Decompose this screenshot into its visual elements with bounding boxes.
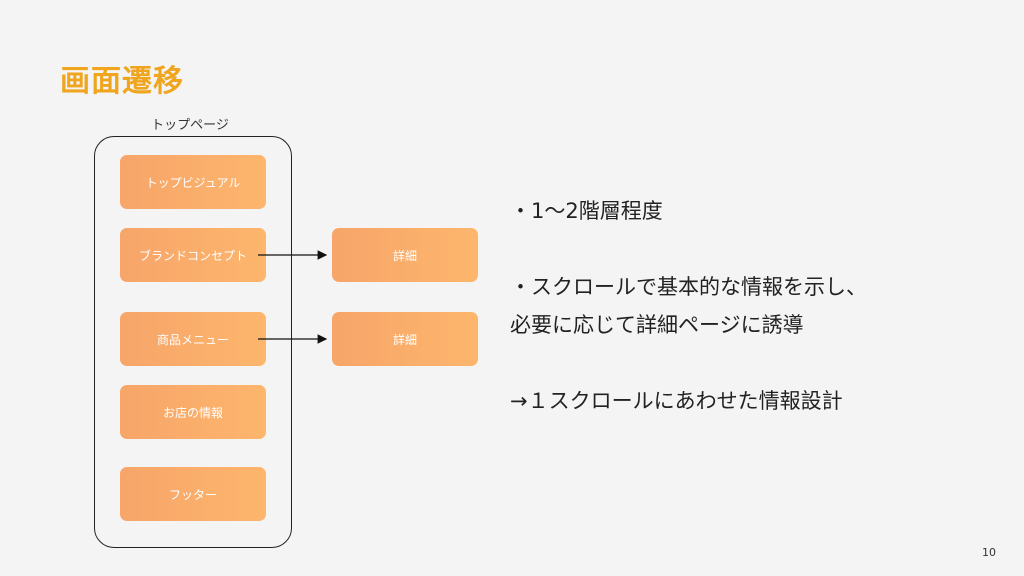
- bullet-line: [510, 230, 867, 268]
- bullet-line: →１スクロールにあわせた情報設計: [510, 389, 843, 413]
- detail-page-2: 詳細: [332, 312, 478, 366]
- bullet-line: [510, 344, 867, 382]
- section-top-visual: トップビジュアル: [120, 155, 266, 209]
- section-product-menu: 商品メニュー: [120, 312, 266, 366]
- section-footer: フッター: [120, 467, 266, 521]
- slide-title: 画面遷移: [60, 64, 184, 99]
- section-shop-info: お店の情報: [120, 385, 266, 439]
- bullet-line: ・1〜2階層程度: [510, 199, 663, 223]
- detail-page-1: 詳細: [332, 228, 478, 282]
- bullet-line: ・スクロールで基本的な情報を示し、: [510, 275, 867, 299]
- section-brand-concept: ブランドコンセプト: [120, 228, 266, 282]
- bullet-text-block: ・1〜2階層程度 ・スクロールで基本的な情報を示し、 必要に応じて詳細ページに誘…: [510, 192, 867, 420]
- bullet-line: 必要に応じて詳細ページに誘導: [510, 313, 804, 337]
- top-page-frame: [94, 136, 292, 548]
- page-label: トップページ: [151, 118, 229, 133]
- page-number: 10: [982, 546, 996, 559]
